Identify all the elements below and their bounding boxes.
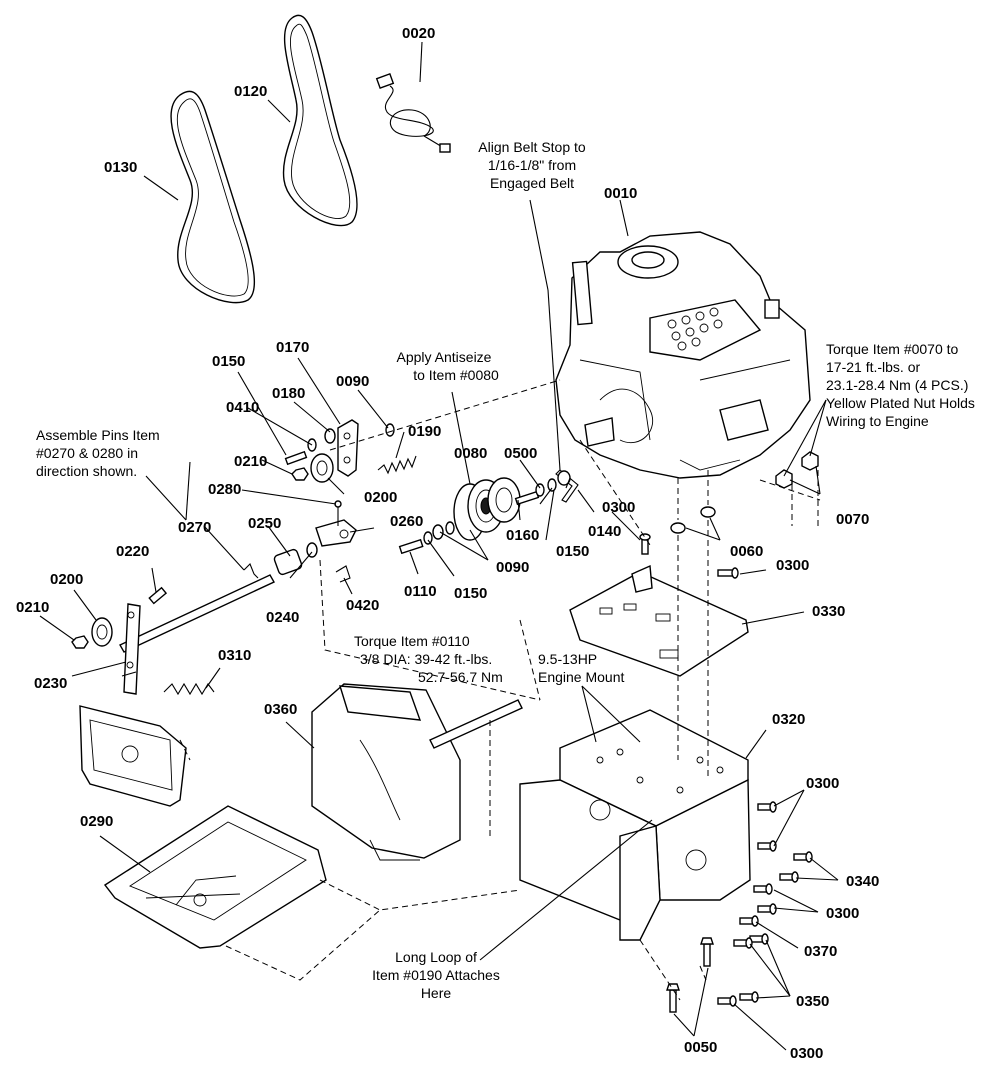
engine-0010 <box>555 231 811 479</box>
pulley-0080 <box>453 477 521 541</box>
label-0020: 0020 <box>402 25 435 42</box>
label-0290: 0290 <box>80 813 113 830</box>
label-0150-c: 0150 <box>454 585 487 602</box>
note-torque-0110-line2: 3/8 DIA: 39-42 ft.-lbs. <box>360 651 492 667</box>
engine-mount-plate-0330 <box>569 564 749 677</box>
shaft-assembly-lower <box>71 563 275 696</box>
note-assemble-pins-line1: Assemble Pins Item <box>36 427 160 443</box>
label-0090-b: 0090 <box>496 559 529 576</box>
label-0340: 0340 <box>846 873 879 890</box>
assembly-dashed-lines <box>179 379 821 1001</box>
extension-cord-0020 <box>375 73 451 153</box>
idler-assembly-upper <box>284 419 417 483</box>
label-0200-b: 0200 <box>50 571 83 588</box>
note-assemble-pins-line2: #0270 & 0280 in <box>36 445 138 461</box>
idler-arm-0260 <box>273 500 357 583</box>
note-belt-stop-line2: 1/16-1/8" from <box>488 157 576 173</box>
screws-side <box>717 801 813 1007</box>
label-0080: 0080 <box>454 445 487 462</box>
note-torque-0070-line2: 17-21 ft.-lbs. or <box>826 359 920 375</box>
label-0130: 0130 <box>104 159 137 176</box>
label-0500: 0500 <box>504 445 537 462</box>
note-torque-0110-line1: Torque Item #0110 <box>354 633 470 649</box>
label-0120: 0120 <box>234 83 267 100</box>
note-torque-0070-line4: Yellow Plated Nut Holds <box>826 395 975 411</box>
note-torque-0070-line5: Wiring to Engine <box>826 413 929 429</box>
belt-0130 <box>170 90 256 304</box>
leader-lines <box>39 41 839 1051</box>
label-0090-a: 0090 <box>336 373 369 390</box>
label-0160: 0160 <box>506 527 539 544</box>
note-antiseize-line1: Apply Antiseize <box>397 349 492 365</box>
note-torque-0110-line3: 52.7-56.7 Nm <box>418 669 503 685</box>
label-0150-b: 0150 <box>556 543 589 560</box>
note-long-loop-line1: Long Loop of <box>395 949 477 965</box>
label-0280: 0280 <box>208 481 241 498</box>
label-0050: 0050 <box>684 1039 717 1056</box>
label-0210-a: 0210 <box>234 453 267 470</box>
screws-0300-top <box>639 533 739 579</box>
note-assemble-pins-line3: direction shown. <box>36 463 137 479</box>
label-0370: 0370 <box>804 943 837 960</box>
note-antiseize: Apply Antiseize to Item #0080 <box>397 349 499 383</box>
label-0250: 0250 <box>248 515 281 532</box>
pulley-bolt-0110 <box>398 521 455 555</box>
label-0320: 0320 <box>772 711 805 728</box>
note-engine-mount-line1: 9.5-13HP <box>538 651 597 667</box>
label-0330: 0330 <box>812 603 845 620</box>
nuts-0070 <box>775 451 819 489</box>
belt-guard-plate <box>79 705 187 807</box>
part-labels: 0020 0120 0130 0010 0170 0150 0090 0180 … <box>16 25 879 1062</box>
label-0300-e: 0300 <box>790 1045 823 1062</box>
belt-0120 <box>282 14 358 227</box>
note-torque-0070-line3: 23.1-28.4 Nm (4 PCS.) <box>826 377 968 393</box>
note-belt-stop-line1: Align Belt Stop to <box>478 139 586 155</box>
note-torque-0070-line1: Torque Item #0070 to <box>826 341 959 357</box>
belt-stop-0140 <box>555 469 579 503</box>
label-0350: 0350 <box>796 993 829 1010</box>
label-0060: 0060 <box>730 543 763 560</box>
label-0300-d: 0300 <box>826 905 859 922</box>
note-assemble-pins: Assemble Pins Item #0270 & 0280 in direc… <box>36 427 160 479</box>
label-0300-c: 0300 <box>806 775 839 792</box>
note-engine-mount-line2: Engine Mount <box>538 669 625 685</box>
chute-housing-0360 <box>311 683 523 861</box>
label-0260: 0260 <box>390 513 423 530</box>
note-belt-stop-line3: Engaged Belt <box>490 175 574 191</box>
note-long-loop-line3: Here <box>421 985 452 1001</box>
label-0010: 0010 <box>604 185 637 202</box>
label-0140: 0140 <box>588 523 621 540</box>
note-belt-stop: Align Belt Stop to 1/16-1/8" from Engage… <box>478 139 586 191</box>
note-torque-0070: Torque Item #0070 to 17-21 ft.-lbs. or 2… <box>826 341 975 429</box>
label-0270: 0270 <box>178 519 211 536</box>
label-0210-b: 0210 <box>16 599 49 616</box>
label-0070: 0070 <box>836 511 869 528</box>
label-0310: 0310 <box>218 647 251 664</box>
label-0300-a: 0300 <box>602 499 635 516</box>
label-0230: 0230 <box>34 675 67 692</box>
pulley-hardware <box>514 470 571 506</box>
label-0220: 0220 <box>116 543 149 560</box>
note-engine-mount: 9.5-13HP Engine Mount <box>538 651 625 685</box>
label-0420: 0420 <box>346 597 379 614</box>
note-long-loop: Long Loop of Item #0190 Attaches Here <box>372 949 500 1001</box>
frame-0320 <box>519 709 751 941</box>
note-torque-0110: Torque Item #0110 3/8 DIA: 39-42 ft.-lbs… <box>354 633 503 685</box>
label-0180: 0180 <box>272 385 305 402</box>
label-0150-a: 0150 <box>212 353 245 370</box>
note-long-loop-line2: Item #0190 Attaches <box>372 967 500 983</box>
label-0200-a: 0200 <box>364 489 397 506</box>
tray-0290 <box>103 805 327 949</box>
label-0110: 0110 <box>404 583 437 600</box>
label-0190: 0190 <box>408 423 441 440</box>
note-antiseize-line2: to Item #0080 <box>413 367 499 383</box>
label-0410: 0410 <box>226 399 259 416</box>
label-0170: 0170 <box>276 339 309 356</box>
label-0360: 0360 <box>264 701 297 718</box>
label-0240: 0240 <box>266 609 299 626</box>
washers-0060 <box>670 506 716 534</box>
label-0300-b: 0300 <box>776 557 809 574</box>
